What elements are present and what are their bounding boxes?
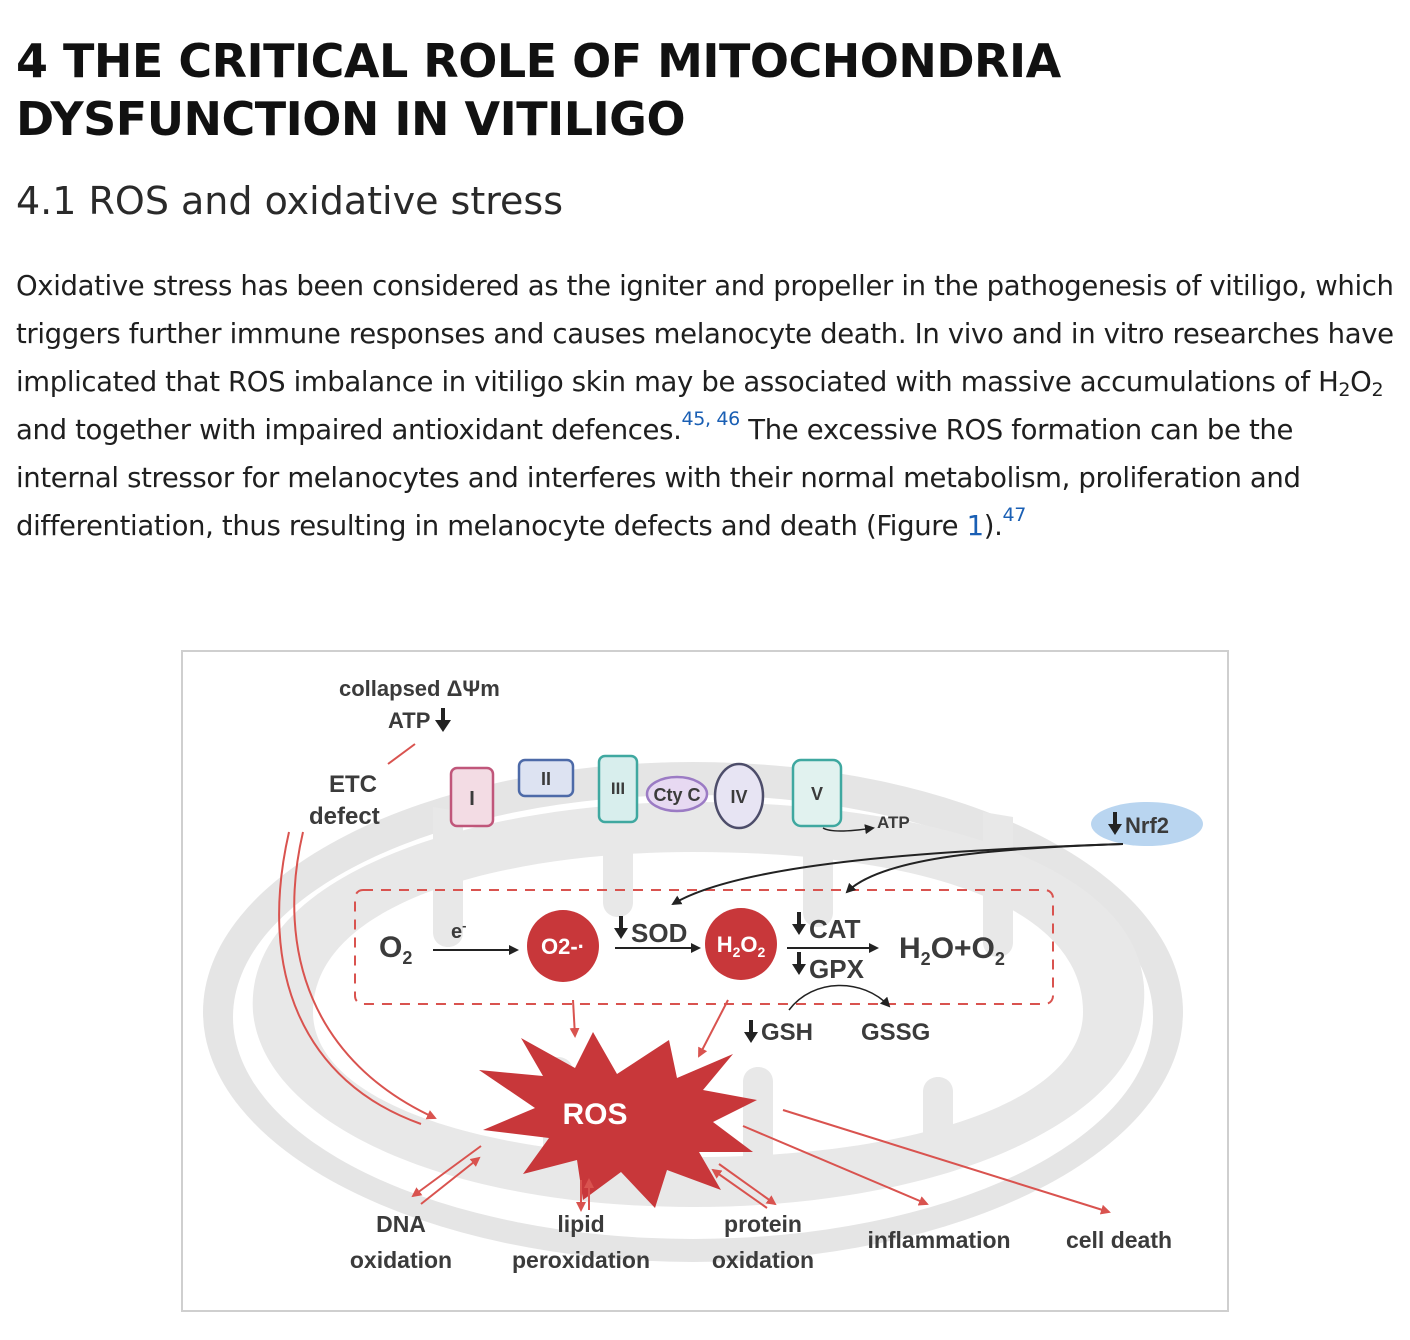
down-arrow-icon bbox=[792, 952, 806, 975]
complex-v: V bbox=[791, 758, 843, 828]
hydrogen-peroxide-node bbox=[705, 908, 777, 980]
complex-i: I bbox=[449, 766, 495, 828]
lipid-label: lipid bbox=[557, 1211, 604, 1237]
down-arrow-icon bbox=[1108, 812, 1122, 835]
citation-link-46[interactable]: 46 bbox=[716, 408, 740, 430]
etc-label: ETC bbox=[329, 771, 377, 798]
nrf2-cat-arrow bbox=[845, 843, 1124, 894]
dna-label: DNA bbox=[376, 1211, 426, 1237]
svg-text:III: III bbox=[611, 779, 625, 798]
paragraph-text: ). bbox=[983, 510, 1003, 542]
etc-defect-label: defect bbox=[309, 803, 380, 830]
paragraph-text: The excessive ROS formation can be the i… bbox=[16, 414, 1301, 542]
citation-link-45[interactable]: 45 bbox=[681, 408, 706, 430]
nrf2-label: Nrf2 bbox=[1125, 813, 1169, 838]
matrix-region bbox=[354, 889, 1054, 1005]
complex-ii: II bbox=[517, 758, 575, 798]
mitochondrion-shape bbox=[203, 762, 1183, 1262]
svg-text:Cty C: Cty C bbox=[653, 785, 700, 805]
sod-label: SOD bbox=[631, 918, 687, 948]
figure-link[interactable]: 1 bbox=[966, 510, 985, 542]
section-heading: 4 THE CRITICAL ROLE OF MITOCHONDRIA DYSF… bbox=[16, 34, 1061, 146]
down-arrow-icon bbox=[435, 708, 451, 732]
protein-label: protein bbox=[724, 1211, 802, 1237]
lipid-peroxidation-label: peroxidation bbox=[512, 1247, 650, 1273]
atp-synthesis-arrow bbox=[822, 824, 875, 835]
subscript: 2 bbox=[1371, 379, 1384, 401]
complex-iii: III bbox=[597, 754, 639, 824]
nrf2-badge bbox=[1091, 802, 1203, 846]
mitochondria-diagram: collapsed ΔΨm ATP ETC defect I II III Ct… bbox=[203, 676, 1203, 1273]
svg-text:II: II bbox=[541, 769, 551, 789]
figure-1[interactable]: collapsed ΔΨm ATP ETC defect I II III Ct… bbox=[181, 650, 1229, 1312]
atp-output-label: ATP bbox=[877, 813, 910, 832]
superoxide-label: O2-· bbox=[541, 934, 585, 959]
catalase-label: CAT bbox=[809, 914, 861, 944]
dna-ros-arrow bbox=[420, 1156, 481, 1205]
svg-text:IV: IV bbox=[730, 787, 747, 807]
superoxide-node bbox=[527, 910, 599, 982]
paragraph-text: Oxidative stress has been considered as … bbox=[16, 270, 1394, 398]
cytochrome-c: Cty C bbox=[645, 775, 709, 813]
ros-dna-arrow bbox=[411, 1145, 482, 1198]
gssg-label: GSSG bbox=[861, 1019, 930, 1046]
protein-ros-arrow bbox=[711, 1168, 768, 1209]
down-arrow-icon bbox=[614, 916, 628, 939]
water-oxygen-label: H2O+O2 bbox=[899, 932, 1005, 969]
svg-text:V: V bbox=[811, 784, 823, 804]
svg-text:I: I bbox=[469, 788, 475, 810]
gpx-label: GPX bbox=[809, 954, 865, 984]
connector-line bbox=[387, 743, 416, 765]
protein-oxidation-label: oxidation bbox=[712, 1247, 814, 1273]
down-arrow-icon bbox=[792, 912, 806, 935]
gsh-label: GSH bbox=[761, 1019, 813, 1046]
ros-protein-arrow bbox=[718, 1163, 777, 1206]
ros-burst bbox=[479, 1032, 757, 1208]
etc-ros-arrow-1 bbox=[293, 831, 437, 1120]
citation-group: 47 bbox=[1002, 504, 1027, 526]
oxygen-label: O2 bbox=[379, 931, 412, 968]
gsh-gssg-arrow bbox=[788, 984, 891, 1011]
superoxide-ros-arrow bbox=[569, 999, 580, 1038]
citation-group: 45, 46 bbox=[681, 408, 741, 430]
subsection-heading: 4.1 ROS and oxidative stress bbox=[16, 179, 563, 223]
inflammation-label: inflammation bbox=[867, 1227, 1010, 1253]
citation-separator: , bbox=[704, 408, 717, 430]
cell-death-label: cell death bbox=[1066, 1227, 1172, 1253]
ros-label: ROS bbox=[562, 1098, 627, 1131]
body-paragraph: Oxidative stress has been considered as … bbox=[16, 262, 1402, 550]
ros-inflammation-arrow bbox=[742, 1125, 929, 1206]
hydrogen-peroxide-label: H2O2 bbox=[717, 932, 766, 960]
atp-label: ATP bbox=[388, 708, 430, 733]
collapsed-membrane-potential-label: collapsed ΔΨm bbox=[339, 676, 500, 701]
paragraph-text: O bbox=[1350, 366, 1372, 398]
ros-cell-death-arrow bbox=[782, 1109, 1111, 1215]
etc-ros-arrow-2 bbox=[278, 831, 422, 1125]
dna-oxidation-label: oxidation bbox=[350, 1247, 452, 1273]
electron-label: e- bbox=[451, 918, 466, 943]
paragraph-text: and together with impaired antioxidant d… bbox=[16, 414, 682, 446]
subscript: 2 bbox=[1338, 379, 1351, 401]
down-arrow-icon bbox=[744, 1020, 758, 1043]
complex-iv: IV bbox=[713, 762, 765, 830]
citation-link-47[interactable]: 47 bbox=[1002, 504, 1027, 526]
peroxide-ros-arrow bbox=[698, 999, 729, 1058]
